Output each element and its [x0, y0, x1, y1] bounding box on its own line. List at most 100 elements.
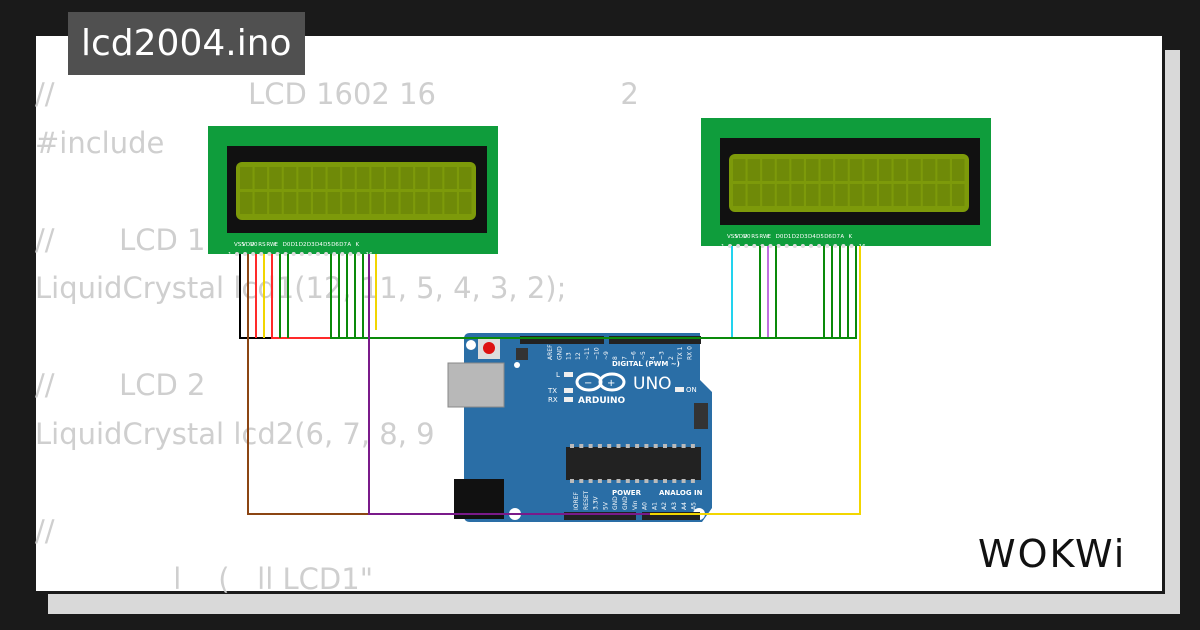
lcd-pin[interactable] [809, 244, 813, 248]
wire[interactable] [271, 254, 332, 339]
wire[interactable] [540, 246, 825, 339]
lcd-pin[interactable] [348, 252, 353, 256]
lcd-pin[interactable] [307, 252, 312, 256]
lcd-pin[interactable] [251, 252, 256, 256]
lcd-char-cell [313, 167, 326, 189]
lcd-pin-label: VSS [234, 242, 245, 248]
wire[interactable] [368, 254, 650, 515]
lcd-char-cell [922, 184, 936, 206]
led-l [564, 372, 573, 377]
wire[interactable] [354, 254, 600, 339]
lcd1-char-grid [240, 167, 472, 214]
wires[interactable] [239, 246, 861, 515]
lcd-pin[interactable] [849, 244, 854, 248]
wire[interactable] [338, 254, 600, 339]
lcd-pin[interactable] [784, 244, 789, 248]
led-tx [564, 388, 573, 393]
lcd-pin[interactable] [332, 252, 337, 256]
lcd-pin-label: A [840, 234, 844, 240]
wire[interactable] [540, 246, 841, 339]
digital-pin-label: 8 [612, 356, 619, 360]
power-pin-label: Vin [632, 500, 639, 510]
lcd-char-cell [283, 192, 297, 214]
lcd-pin[interactable] [299, 252, 304, 256]
wire[interactable] [239, 254, 620, 339]
lcd-pin[interactable] [275, 252, 280, 256]
wire[interactable] [330, 254, 600, 339]
lcd-pin[interactable] [833, 244, 838, 248]
lcd-char-cell [459, 192, 472, 214]
wire[interactable] [540, 246, 849, 339]
lcd-char-cell [429, 167, 443, 189]
lcd-pin[interactable] [291, 252, 296, 256]
lcd-pin-label: A [347, 242, 351, 248]
lcd-char-cell [240, 192, 253, 214]
power-pin-label: GND [622, 496, 629, 510]
lcd-char-cell [386, 167, 399, 189]
lcd-char-cell [776, 184, 790, 206]
code-line: // LCD 1602 16 2 [35, 77, 639, 111]
digital-pin-label: 2 [668, 356, 675, 360]
lcd-pin[interactable] [744, 244, 749, 248]
wire[interactable] [346, 254, 600, 339]
digital-pin-label: ~3 [659, 351, 666, 360]
lcd-char-cell [806, 159, 819, 181]
lcd-pin[interactable] [792, 244, 797, 248]
lcd-pin[interactable] [259, 252, 264, 256]
lcd-char-cell [327, 167, 341, 189]
lcd-pin[interactable] [340, 252, 345, 256]
lcd-pin[interactable] [316, 252, 320, 256]
reset-button[interactable] [483, 342, 495, 354]
lcd-pin[interactable] [736, 244, 741, 248]
lcd-pin[interactable] [800, 244, 805, 248]
lcd-pin[interactable] [243, 252, 248, 256]
lcd-pin[interactable] [267, 252, 272, 256]
power-pin-label: A0 [642, 502, 649, 510]
wire[interactable] [650, 246, 861, 515]
svg-text:−: − [584, 378, 592, 389]
lcd-pin[interactable] [283, 252, 288, 256]
lcd-pin[interactable] [776, 244, 781, 248]
power-pin-label: A3 [671, 502, 678, 510]
lcd-char-cell [952, 159, 965, 181]
wire[interactable] [540, 246, 857, 339]
lcd-pin[interactable] [235, 252, 239, 256]
lcd-pin-label: D1 [291, 242, 299, 248]
wire[interactable] [247, 254, 470, 515]
lcd-pin-label: D0 [776, 234, 784, 240]
wire[interactable] [362, 254, 600, 339]
wokwi-logo[interactable]: WOKWi [978, 527, 1150, 577]
lcd-pin[interactable] [841, 244, 846, 248]
lcd-char-cell [298, 167, 311, 189]
lcd-pin-label: RS [258, 242, 266, 248]
lcd-pin[interactable] [356, 252, 361, 256]
lcd-char-cell [922, 159, 936, 181]
lcd-pin[interactable] [752, 244, 757, 248]
lcd-char-cell [864, 184, 877, 206]
wire[interactable] [540, 246, 833, 339]
lcd-char-cell [879, 159, 892, 181]
file-title[interactable]: lcd2004.ino [68, 12, 305, 75]
lcd-char-cell [444, 167, 457, 189]
lcd-char-cell [893, 184, 907, 206]
lcd-pin-number: 1 [228, 252, 232, 258]
led-tx-label: TX [547, 387, 557, 395]
lcd-char-cell [298, 192, 311, 214]
digital-pin-label: ~11 [584, 347, 591, 360]
lcd-char-cell [747, 184, 761, 206]
power-pin-label: A2 [661, 502, 668, 510]
lcd-pin[interactable] [760, 244, 765, 248]
lcd-pin[interactable] [817, 244, 822, 248]
lcd-pin[interactable] [825, 244, 830, 248]
lcd-pin[interactable] [768, 244, 773, 248]
lcd-pin[interactable] [324, 252, 329, 256]
lcd-pin-label: D7 [339, 242, 347, 248]
usb-connector [447, 362, 505, 408]
